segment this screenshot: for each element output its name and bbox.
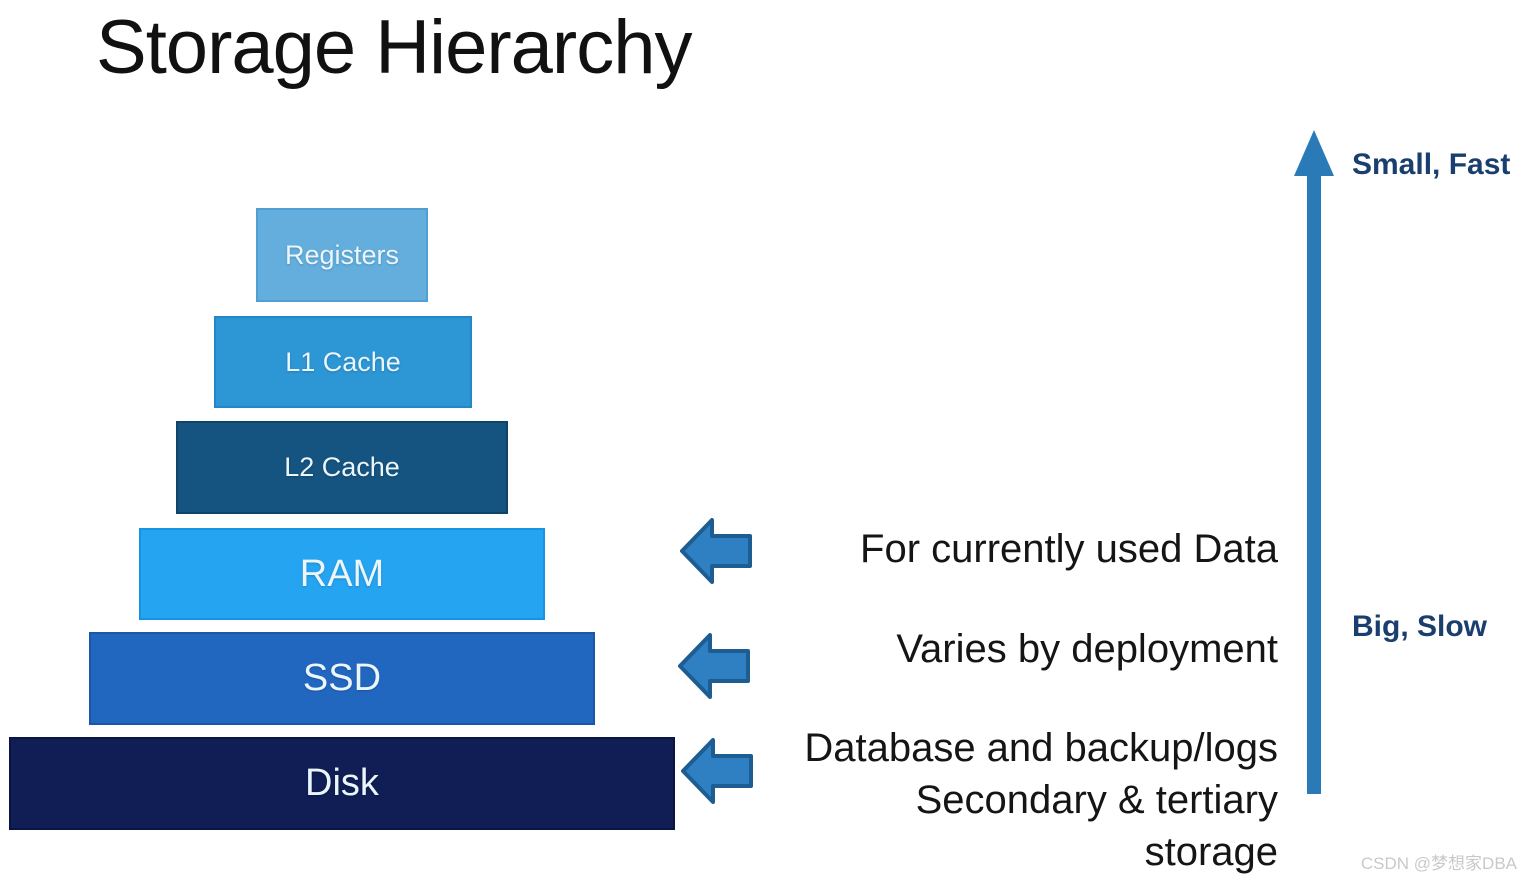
left-arrow-icon <box>678 633 750 699</box>
left-arrow-icon <box>681 738 753 804</box>
left-arrow-icon <box>680 518 752 584</box>
annotation-disk-line2: Secondary & tertiary <box>915 778 1278 822</box>
pyramid-level-disk: Disk <box>9 737 675 830</box>
pyramid-level-ram: RAM <box>139 528 545 620</box>
axis-label-big-slow: Big, Slow <box>1352 610 1487 643</box>
annotation-ram: For currently used Data <box>860 523 1278 575</box>
axis-label-small-fast: Small, Fast <box>1352 148 1511 181</box>
annotation-disk-line1: Database and backup/logs <box>804 726 1278 770</box>
page-title: Storage Hierarchy <box>96 5 692 90</box>
level-label-l1-cache: L1 Cache <box>285 346 401 377</box>
annotation-ssd: Varies by deployment <box>896 623 1278 675</box>
up-arrow-icon <box>1294 130 1334 794</box>
pyramid-level-registers: Registers <box>256 208 428 302</box>
pyramid-level-ssd: SSD <box>89 632 595 725</box>
pyramid-level-l2-cache: L2 Cache <box>176 421 508 514</box>
level-label-registers: Registers <box>284 239 400 270</box>
level-label-ram: RAM <box>299 552 385 595</box>
watermark: CSDN @梦想家DBA <box>1360 854 1517 873</box>
level-label-disk: Disk <box>305 762 379 804</box>
annotation-ssd-text: Varies by deployment <box>896 627 1278 671</box>
level-label-l2-cache: L2 Cache <box>284 452 400 482</box>
annotation-disk-line3: storage <box>1144 830 1278 874</box>
annotation-disk: Database and backup/logs Secondary & ter… <box>804 722 1278 878</box>
annotation-ram-text: For currently used Data <box>860 527 1278 571</box>
pyramid-level-l1-cache: L1 Cache <box>214 316 472 408</box>
level-label-ssd: SSD <box>302 657 382 699</box>
